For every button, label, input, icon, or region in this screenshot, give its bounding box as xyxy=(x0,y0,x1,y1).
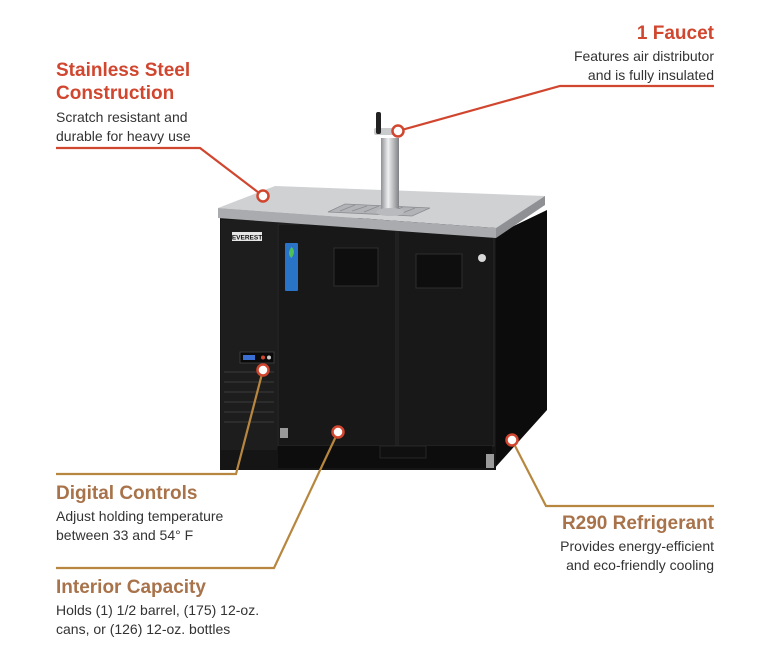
eco-label xyxy=(285,243,298,291)
callout-title: 1 Faucet xyxy=(636,23,714,44)
control-button-red xyxy=(261,355,265,360)
callout-desc-line2: cans, or (126) 12-oz. bottles xyxy=(56,621,231,637)
callout-title-line1: Stainless Steel xyxy=(56,60,191,81)
hinge-left xyxy=(280,428,288,438)
callout-desc-line1: Holds (1) 1/2 barrel, (175) 12-oz. xyxy=(56,602,260,618)
drain-box xyxy=(379,445,427,459)
temperature-display xyxy=(243,355,255,360)
callout-title: Digital Controls xyxy=(56,483,198,504)
countertop-side-edge xyxy=(496,196,545,238)
callout-desc-line2: and eco-friendly cooling xyxy=(566,557,714,573)
brand-badge xyxy=(232,232,262,241)
leader-line-capacity xyxy=(56,431,339,570)
leader-lines xyxy=(56,84,714,570)
tower-base xyxy=(376,208,404,216)
door-handle-right xyxy=(415,253,463,289)
hinge-right xyxy=(486,454,494,468)
callout-title: Stainless Steel Construction xyxy=(56,59,296,105)
marker-capacity xyxy=(331,425,345,439)
callout-interior-capacity: Interior Capacity Holds (1) 1/2 barrel, … xyxy=(56,576,356,639)
door-handle-left xyxy=(333,247,379,287)
leader-line-faucet xyxy=(397,84,714,133)
marker-digital xyxy=(256,363,270,377)
marker-steel xyxy=(256,189,270,203)
callout-title-line2: Construction xyxy=(56,83,175,104)
leader-line-digital xyxy=(56,369,265,476)
marker-dots xyxy=(256,124,519,447)
callout-desc-line1: Provides energy-efficient xyxy=(560,538,714,554)
refrigerator: EVEREST xyxy=(220,210,547,470)
cabinet-side xyxy=(493,210,547,470)
countertop-front-edge xyxy=(218,208,496,238)
callout-desc-line1: Features air distributor xyxy=(573,48,714,64)
stainless-top xyxy=(218,112,545,238)
callout-desc-line2: between 33 and 54° F xyxy=(56,527,194,543)
leader-line-refrigerant xyxy=(511,439,714,508)
control-button-white xyxy=(267,355,271,360)
faucet-handle xyxy=(376,112,381,134)
callout-description: Provides energy-efficient and eco-friend… xyxy=(454,537,714,575)
callout-desc-line1: Adjust holding temperature xyxy=(56,508,224,524)
compressor-panel xyxy=(221,220,277,450)
callout-description: Holds (1) 1/2 barrel, (175) 12-oz. cans,… xyxy=(56,601,356,639)
callout-stainless-steel: Stainless Steel Construction Scratch res… xyxy=(56,59,296,146)
leader-line-steel xyxy=(56,146,264,197)
callout-desc-line1: Scratch resistant and xyxy=(56,109,188,125)
callout-description: Features air distributor and is fully in… xyxy=(454,47,714,85)
marker-refrigerant xyxy=(505,433,519,447)
logo-icon xyxy=(478,254,486,262)
brand-badge-text: EVEREST xyxy=(232,235,262,242)
callout-digital-controls: Digital Controls Adjust holding temperat… xyxy=(56,482,316,545)
callout-title: R290 Refrigerant xyxy=(561,513,714,534)
beer-tower xyxy=(381,138,399,212)
callout-description: Adjust holding temperature between 33 an… xyxy=(56,507,316,545)
leaf-icon xyxy=(289,247,294,258)
callout-title: Interior Capacity xyxy=(56,577,206,598)
callout-desc-line2: durable for heavy use xyxy=(56,128,191,144)
callout-desc-line2: and is fully insulated xyxy=(587,67,714,83)
callout-description: Scratch resistant and durable for heavy … xyxy=(56,108,296,146)
callout-faucet: 1 Faucet Features air distributor and is… xyxy=(454,22,714,85)
marker-faucet xyxy=(391,124,405,138)
callout-r290-refrigerant: R290 Refrigerant Provides energy-efficie… xyxy=(454,512,714,575)
digital-control-panel xyxy=(239,351,275,364)
